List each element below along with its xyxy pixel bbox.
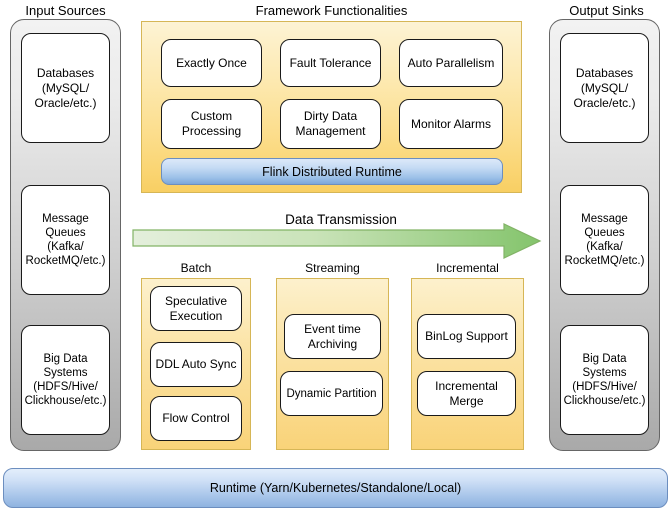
- batch-item-speculative-line2: Execution: [169, 308, 223, 323]
- feature-exactly-once-label: Exactly Once: [176, 55, 247, 70]
- streaming-item-dynamic-partition-label: Dynamic Partition: [286, 387, 377, 400]
- mode-streaming-panel: [276, 278, 389, 450]
- output-node-message-queues-line1: Message: [581, 213, 628, 225]
- mode-incremental-panel: [411, 278, 524, 450]
- feature-custom-processing[interactable]: Custom Processing: [161, 99, 262, 149]
- incremental-item-binlog-support-label: BinLog Support: [425, 329, 508, 343]
- runtime-bar-label: Runtime (Yarn/Kubernetes/Standalone/Loca…: [209, 481, 462, 495]
- output-node-databases-line2: (MySQL/: [580, 80, 629, 95]
- input-node-big-data-line1: Big Data: [43, 353, 88, 365]
- input-node-databases-line3: Oracle/etc.): [34, 95, 97, 110]
- input-node-message-queues-line4: RocketMQ/etc.): [25, 255, 106, 267]
- feature-dirty-data-line1: Dirty Data: [303, 109, 358, 123]
- streaming-item-dynamic-partition[interactable]: Dynamic Partition: [280, 371, 383, 416]
- streaming-item-event-time-line2: Archiving: [307, 336, 358, 351]
- framework-functionalities-title: Framework Functionalities: [255, 3, 408, 18]
- output-node-message-queues-line3: (Kafka/: [586, 241, 623, 253]
- runtime-bar[interactable]: Runtime (Yarn/Kubernetes/Standalone/Loca…: [3, 468, 668, 508]
- batch-item-speculative-execution[interactable]: Speculative Execution: [150, 286, 242, 331]
- batch-item-ddl-auto-sync-label: DDL Auto Sync: [155, 357, 237, 371]
- input-node-databases-line2: (MySQL/: [41, 80, 90, 95]
- feature-dirty-data-line2: Management: [295, 124, 366, 138]
- input-node-message-queues[interactable]: Message Queues (Kafka/ RocketMQ/etc.): [21, 185, 110, 295]
- mode-incremental-title: Incremental: [436, 261, 499, 275]
- output-node-databases-line1: Databases: [575, 65, 634, 80]
- input-node-big-data-line2: Systems: [43, 367, 88, 379]
- flink-distributed-runtime-label: Flink Distributed Runtime: [262, 164, 402, 179]
- feature-auto-parallelism[interactable]: Auto Parallelism: [399, 39, 503, 87]
- input-node-message-queues-line3: (Kafka/: [47, 241, 84, 253]
- data-transmission-arrow: [131, 222, 543, 260]
- batch-item-flow-control-label: Flow Control: [162, 411, 230, 425]
- feature-custom-processing-line2: Processing: [181, 124, 242, 138]
- input-node-message-queues-line2: Queues: [45, 227, 86, 239]
- batch-item-ddl-auto-sync[interactable]: DDL Auto Sync: [150, 342, 242, 387]
- incremental-item-merge-line2: Merge: [449, 393, 484, 408]
- incremental-item-binlog-support[interactable]: BinLog Support: [417, 314, 516, 359]
- feature-monitor-alarms-label: Monitor Alarms: [410, 116, 492, 131]
- feature-monitor-alarms[interactable]: Monitor Alarms: [399, 99, 503, 149]
- input-node-big-data-systems[interactable]: Big Data Systems (HDFS/Hive/ Clickhouse/…: [21, 325, 110, 435]
- input-node-big-data-line3: (HDFS/Hive/: [33, 381, 98, 393]
- output-node-message-queues-line4: RocketMQ/etc.): [564, 255, 645, 267]
- batch-item-speculative-line1: Speculative: [164, 293, 228, 308]
- flink-distributed-runtime-bar[interactable]: Flink Distributed Runtime: [161, 158, 503, 185]
- output-node-big-data-line1: Big Data: [582, 353, 627, 365]
- output-node-databases[interactable]: Databases (MySQL/ Oracle/etc.): [560, 33, 649, 143]
- input-node-databases-line1: Databases: [36, 65, 95, 80]
- streaming-item-event-time-line1: Event time: [304, 321, 361, 336]
- incremental-item-incremental-merge[interactable]: Incremental Merge: [417, 371, 516, 416]
- mode-streaming-title: Streaming: [305, 261, 360, 275]
- output-node-big-data-line2: Systems: [582, 367, 627, 379]
- incremental-item-merge-line1: Incremental: [435, 378, 498, 393]
- output-node-big-data-systems[interactable]: Big Data Systems (HDFS/Hive/ Clickhouse/…: [560, 325, 649, 435]
- feature-fault-tolerance[interactable]: Fault Tolerance: [280, 39, 381, 87]
- output-node-databases-line3: Oracle/etc.): [573, 95, 636, 110]
- input-sources-title: Input Sources: [25, 3, 106, 18]
- feature-exactly-once[interactable]: Exactly Once: [161, 39, 262, 87]
- feature-dirty-data-management[interactable]: Dirty Data Management: [280, 99, 381, 149]
- feature-fault-tolerance-label: Fault Tolerance: [289, 55, 372, 70]
- output-node-big-data-line3: (HDFS/Hive/: [572, 381, 637, 393]
- output-node-message-queues-line2: Queues: [584, 227, 625, 239]
- output-node-message-queues[interactable]: Message Queues (Kafka/ RocketMQ/etc.): [560, 185, 649, 295]
- mode-batch-title: Batch: [180, 261, 212, 275]
- batch-item-flow-control[interactable]: Flow Control: [150, 396, 242, 441]
- input-node-big-data-line4: Clickhouse/etc.): [24, 395, 107, 407]
- feature-custom-processing-line1: Custom: [190, 109, 233, 123]
- feature-auto-parallelism-label: Auto Parallelism: [407, 55, 495, 70]
- input-node-databases[interactable]: Databases (MySQL/ Oracle/etc.): [21, 33, 110, 143]
- output-node-big-data-line4: Clickhouse/etc.): [563, 395, 646, 407]
- output-sinks-title: Output Sinks: [569, 3, 644, 18]
- input-node-message-queues-line1: Message: [42, 213, 89, 225]
- data-transmission-label: Data Transmission: [285, 212, 397, 227]
- streaming-item-event-time-archiving[interactable]: Event time Archiving: [284, 314, 381, 359]
